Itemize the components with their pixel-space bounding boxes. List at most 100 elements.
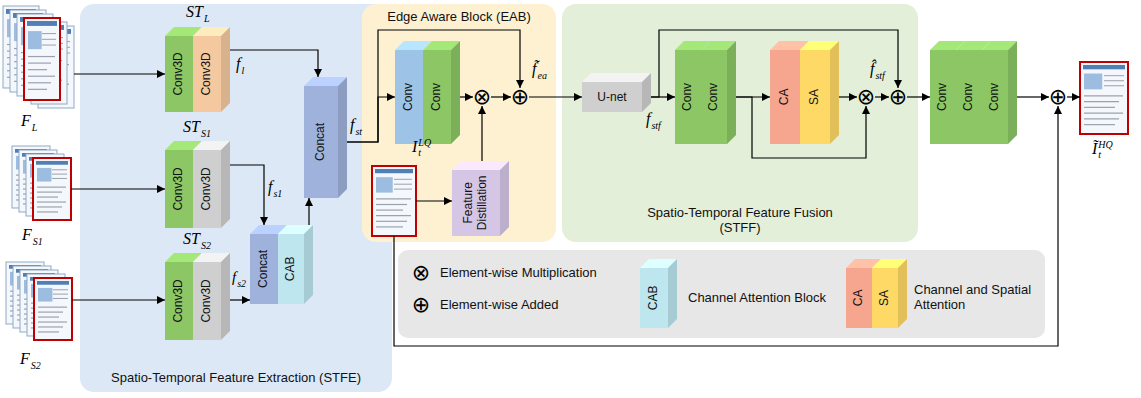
swatch-label: SA (878, 290, 892, 306)
symbol-letter: f (268, 178, 272, 195)
layer-block: Conv (982, 50, 1008, 144)
block-label: Conv3D (172, 279, 186, 322)
legend-text-box: Element-wise Added (440, 298, 559, 313)
frame-text-line (38, 307, 67, 308)
layer-block: Conv (956, 50, 982, 144)
subscript: s2 (237, 278, 246, 289)
frame-picture (376, 177, 393, 192)
block-label: Conv (707, 83, 721, 111)
subscript: st (355, 126, 362, 137)
symbol-letter: F (22, 226, 32, 243)
symbol-label: fs2 (232, 268, 246, 286)
symbol-label: FS2 (20, 350, 41, 368)
video-frame (24, 18, 60, 100)
operator-symbol: ⊗ (412, 262, 430, 284)
input-frames: FS1 (12, 146, 71, 220)
swatch-label: CA (852, 290, 866, 307)
superscript: LQ (418, 138, 431, 148)
symbol-letter: f̃ (532, 60, 536, 77)
frame-sheet (372, 166, 416, 236)
video-frame (1080, 62, 1128, 134)
frame-text-line (38, 321, 67, 322)
frame-text-line (376, 226, 403, 227)
frame-picture (38, 288, 52, 302)
symbol-letter: ST (183, 230, 200, 247)
subscript: stf (651, 120, 660, 131)
subscript: t (1098, 150, 1112, 160)
input-frames: FL (3, 6, 74, 108)
subscript: t (418, 148, 431, 158)
frame-text-line (37, 206, 62, 207)
block-label: Conv (430, 83, 444, 111)
layer-block: SA (800, 50, 830, 144)
symbol-letter: f (232, 269, 236, 285)
symbol-label: ĨHQt (1092, 140, 1113, 160)
frame-text-line (376, 198, 411, 199)
layer-block: Concat (304, 86, 338, 198)
frame-stack (12, 146, 71, 220)
frame-banner (375, 169, 413, 173)
legend-text-box: Channel Attention Block (688, 291, 826, 306)
symbol-label: f̃ea (532, 60, 547, 78)
subscript: stf (875, 70, 884, 81)
block-label: Conv (402, 83, 416, 111)
module-region: Spatio-Temporal Feature Fusion (STFF)U-n… (562, 4, 918, 242)
symbol-letter: F (20, 350, 30, 367)
symbol-letter: f (646, 110, 650, 127)
legend-text: Channel Attention Block (688, 291, 826, 306)
frame-text-line (1084, 113, 1123, 114)
block-side-face (221, 253, 230, 340)
symbol-label: fs1 (268, 178, 282, 196)
frame-text-line (1084, 118, 1119, 119)
operator-symbol: ⊕ (412, 294, 430, 316)
frame-sheet (33, 158, 71, 220)
frame-text-line (42, 33, 56, 34)
connector-arrow (230, 165, 264, 225)
subscript: S2 (201, 240, 211, 251)
script-pair: LQt (418, 138, 431, 158)
connector-arrow (529, 96, 582, 97)
frame-picture (28, 31, 42, 49)
region-title: Spatio-Temporal Feature Extraction (STFE… (111, 370, 361, 386)
frame-text-line (1084, 95, 1123, 96)
region-title: Spatio-Temporal Feature Fusion (STFF) (633, 205, 848, 236)
frame-banner (36, 161, 68, 165)
connector-arrow (1067, 96, 1080, 97)
block-side-face (642, 73, 651, 112)
symbol-label: STS1 (183, 118, 211, 136)
layer-block: Conv (675, 50, 701, 144)
connector-arrow (230, 299, 250, 300)
frame-banner (27, 21, 57, 26)
frame-text-line (52, 178, 67, 179)
layer-block: Conv3D (193, 150, 221, 228)
symbol-letter: f̂ (870, 60, 874, 77)
legend-swatch: SA (872, 268, 898, 328)
ground-layer (80, 4, 1045, 392)
block-label: Conv3D (200, 279, 214, 322)
block-label: CA (778, 89, 792, 106)
frame-text-line (1104, 80, 1124, 81)
frame-image: ILQt (372, 166, 416, 236)
legend-swatch: CAB (640, 268, 668, 328)
operator-symbol: ⊗ (473, 86, 491, 108)
block-side-face (727, 41, 736, 144)
frame-image: ĨHQt (1080, 62, 1128, 134)
block-side-face (338, 77, 347, 198)
subscript: l (241, 65, 244, 76)
symbol-label: ILQt (412, 138, 431, 158)
symbol-letter: F (21, 112, 31, 129)
symbol-letter: ST (183, 118, 200, 135)
block-top-face (582, 73, 651, 82)
frame-text-line (53, 289, 68, 290)
frame-text-line (38, 316, 59, 317)
frame-text-line (37, 211, 58, 212)
frame-text-line (38, 331, 59, 332)
frame-text-line (52, 174, 67, 175)
block-label: Conv (681, 83, 695, 111)
frame-text-line (37, 201, 66, 202)
script-pair: HQt (1098, 140, 1112, 160)
legend-sample: ⊗ (412, 264, 430, 282)
operator-symbol: ⊕ (889, 86, 907, 108)
connector-arrow (308, 198, 309, 225)
